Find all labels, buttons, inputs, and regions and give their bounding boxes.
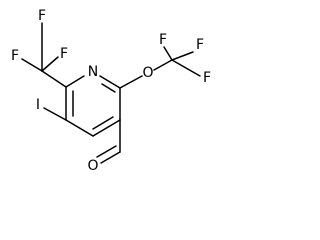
atom-fluorine-ocf3-top: F: [196, 37, 204, 53]
atom-ring-nitrogen: N: [88, 64, 98, 80]
bond-c2-cf3: [41, 70, 67, 88]
atom-fluorine-ocf3-right: F: [203, 70, 211, 86]
bond-n1-c6-double: [101, 83, 116, 93]
bond-c6-o: [119, 75, 143, 89]
atom-fluorine-cf3-top: F: [38, 8, 46, 24]
bonds: [21, 22, 201, 164]
atom-ether-oxygen: O: [142, 65, 153, 81]
atom-iodine: I: [36, 97, 40, 113]
bond-n1-c6: [99, 75, 121, 89]
bond-c4-c3: [65, 119, 94, 137]
bond-cf3-f-mid: [41, 56, 59, 72]
bond-ocf3-f-top: [171, 51, 194, 61]
bond-c3-i: [43, 107, 67, 121]
chemical-structure-diagram: N O I O F F F F F F: [11, 8, 211, 174]
atom-labels: N O I O F F F F F F: [11, 8, 211, 174]
bond-c2-n1: [65, 75, 85, 88]
atom-fluorine-cf3-mid: F: [60, 46, 68, 62]
bond-ocf3-f-right: [171, 59, 201, 77]
bond-c5-c4: [92, 119, 121, 137]
bond-c5-c4-double: [92, 116, 114, 130]
bond-cho-o-double: [96, 145, 117, 158]
atom-fluorine-cf3-left: F: [11, 48, 19, 64]
bond-cf3-f-left: [21, 58, 43, 72]
atom-aldehyde-oxygen: O: [87, 158, 98, 174]
atom-fluorine-ocf3-left: F: [159, 32, 167, 48]
bond-o-cf3: [153, 59, 173, 71]
bond-cho-o: [100, 151, 121, 164]
bond-ocf3-f-left: [163, 46, 173, 61]
